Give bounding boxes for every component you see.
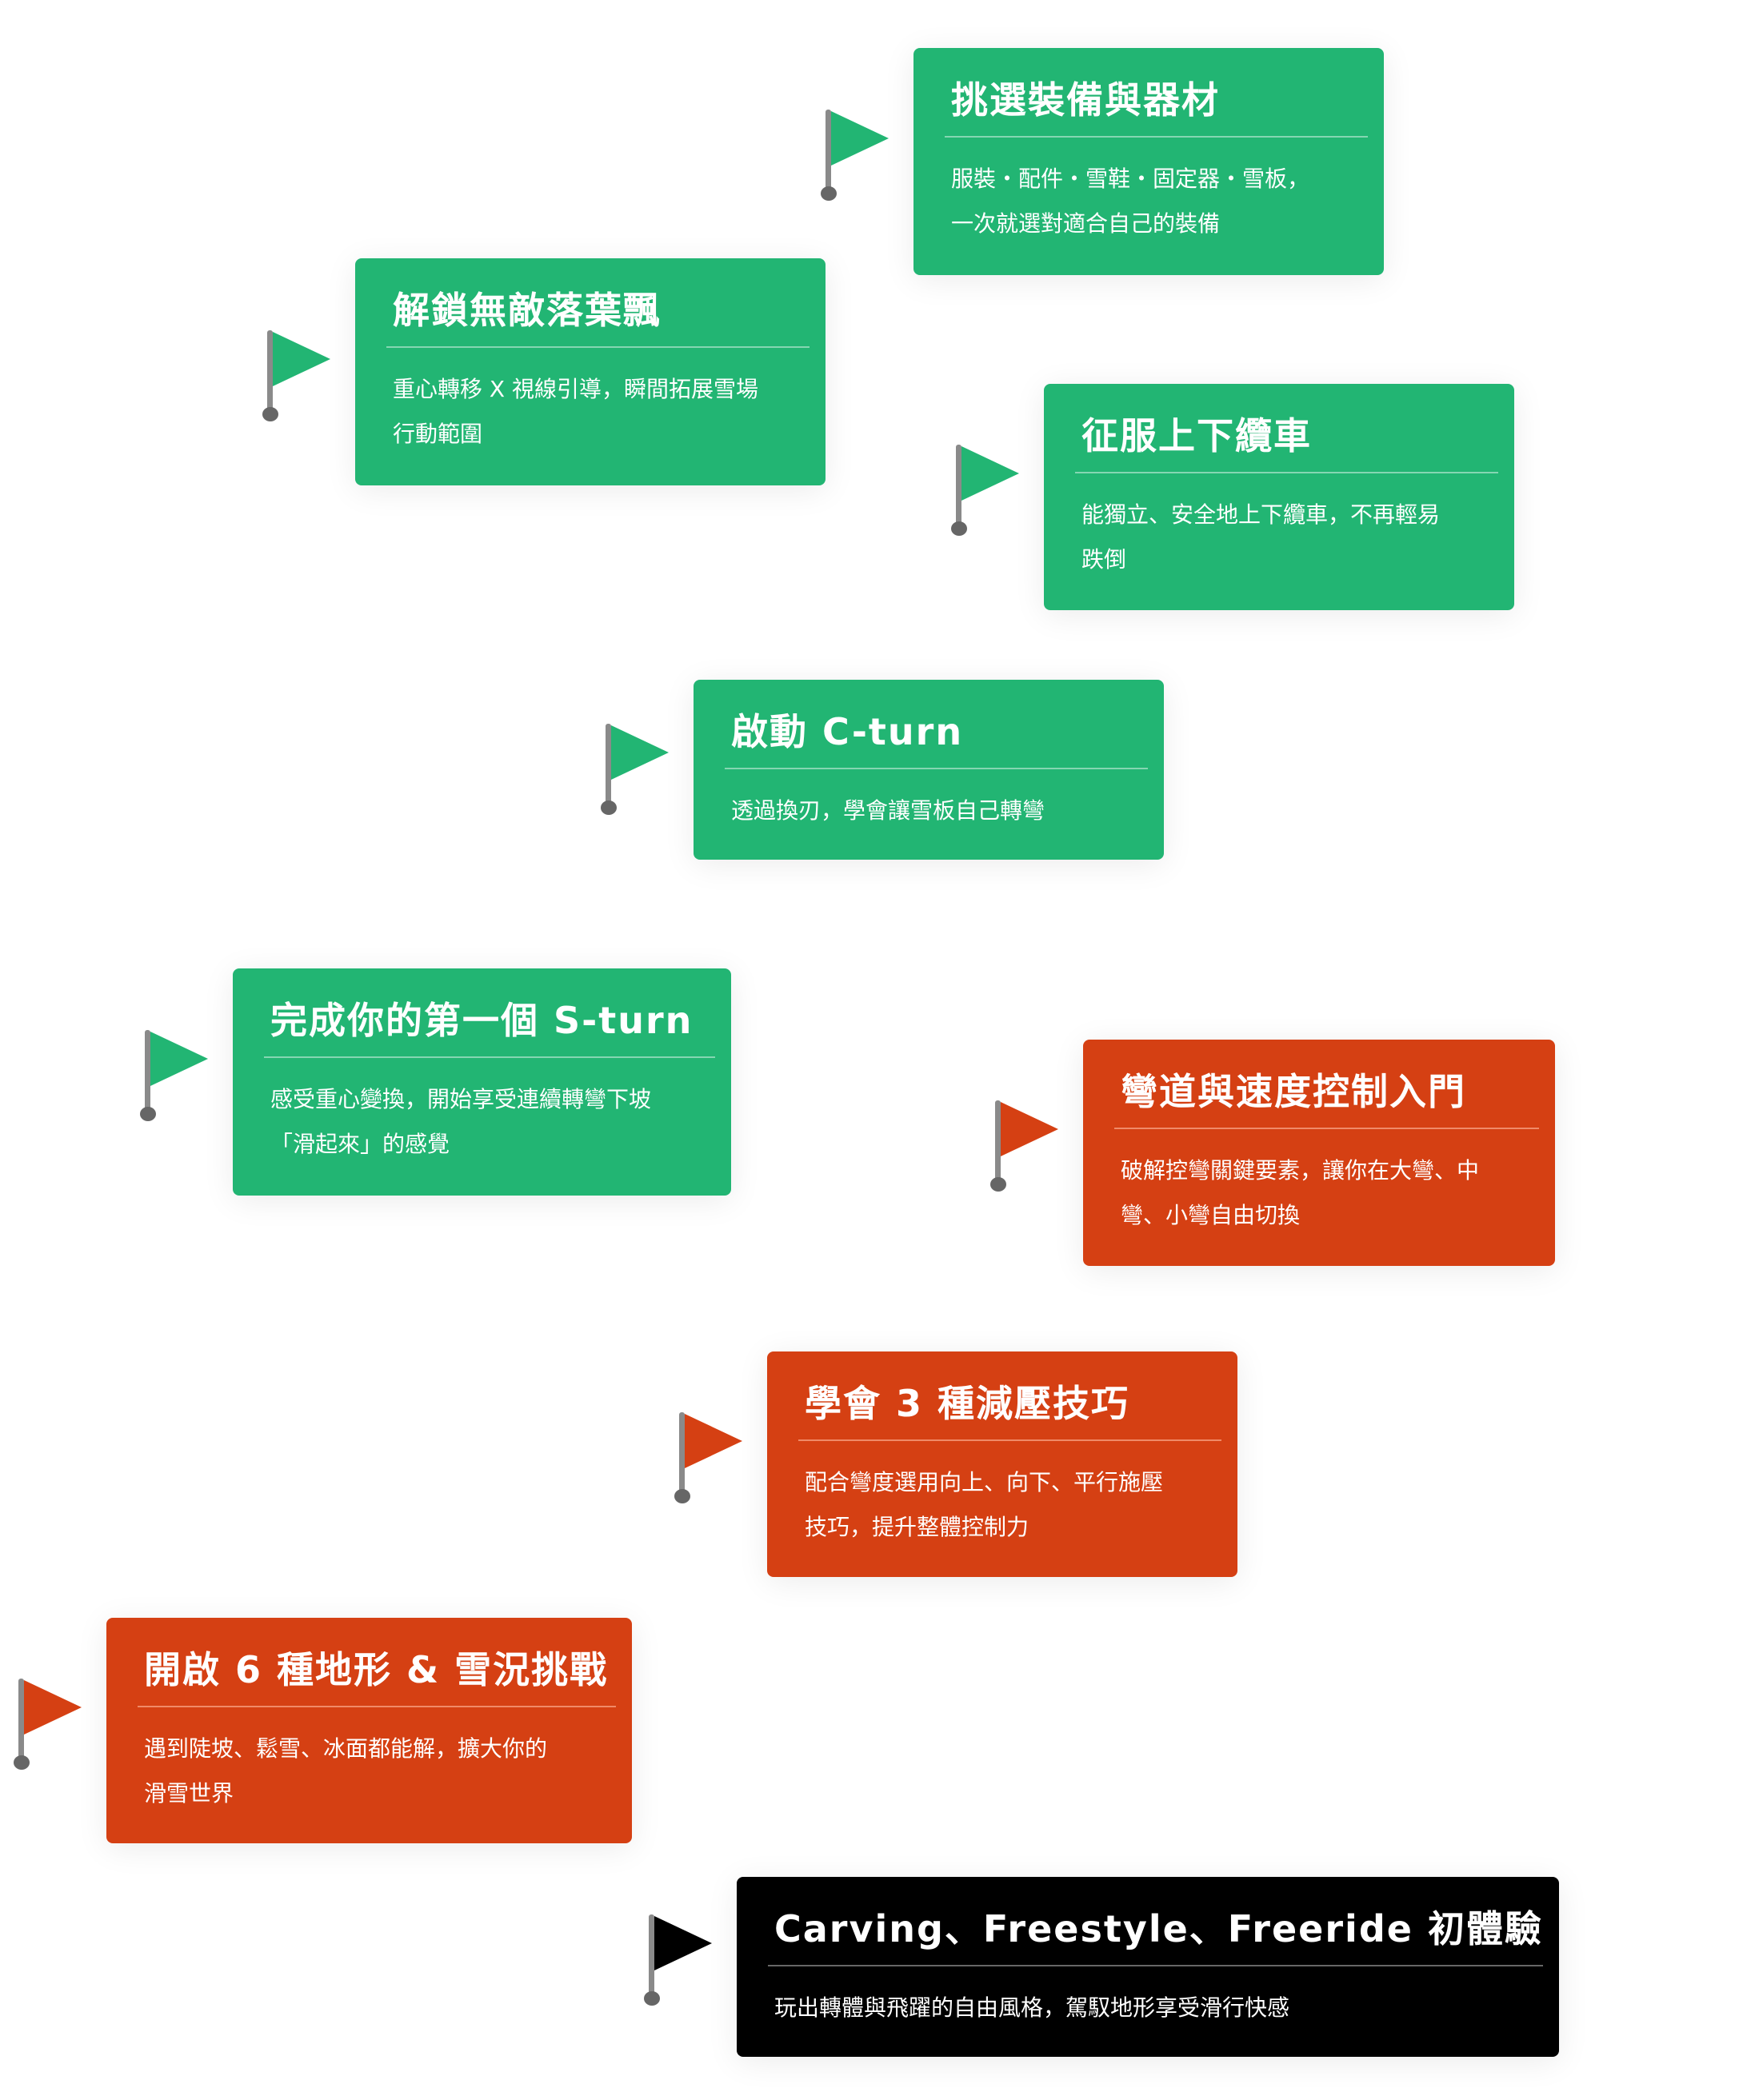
divider	[768, 1965, 1543, 1966]
divider	[798, 1439, 1221, 1441]
flag-icon	[601, 724, 673, 820]
divider	[725, 768, 1148, 769]
milestone-card-terrain: 開啟 6 種地形 & 雪況挑戰 遇到陡坡、鬆雪、冰面都能解，擴大你的滑雪世界	[106, 1618, 632, 1843]
flag-icon	[262, 330, 334, 426]
flag-icon	[644, 1914, 716, 2010]
divider	[945, 136, 1368, 138]
flag-icon	[140, 1030, 212, 1126]
milestone-title: 完成你的第一個 S-turn	[270, 999, 694, 1042]
milestone-text: 透過換刃，學會讓雪板自己轉彎	[731, 797, 1045, 824]
milestone-title: 學會 3 種減壓技巧	[805, 1382, 1130, 1425]
milestone-text: 重心轉移 X 視線引導，瞬間拓展雪場	[393, 376, 758, 402]
milestone-text: 技巧，提升整體控制力	[805, 1514, 1029, 1540]
milestone-text: 一次就選對適合自己的裝備	[951, 210, 1221, 237]
milestone-text: 遇到陡坡、鬆雪、冰面都能解，擴大你的	[144, 1735, 548, 1762]
milestone-title: 解鎖無敵落葉飄	[393, 289, 662, 332]
milestone-card-equipment: 挑選裝備與器材 服裝・配件・雪鞋・固定器・雪板， 一次就選對適合自己的裝備	[913, 48, 1384, 275]
milestone-text: 破解控彎關鍵要素，讓你在大彎、中	[1121, 1157, 1480, 1184]
flag-icon	[821, 110, 893, 206]
divider	[1114, 1128, 1539, 1129]
flag-icon	[951, 445, 1023, 541]
milestone-text: 服裝・配件・雪鞋・固定器・雪板，	[951, 166, 1310, 192]
milestone-text: 彎、小彎自由切換	[1121, 1202, 1301, 1228]
milestone-card-falling-leaf: 解鎖無敵落葉飄 重心轉移 X 視線引導，瞬間拓展雪場行動範圍	[355, 258, 826, 485]
divider	[386, 346, 810, 348]
milestone-text: 玩出轉體與飛躍的自由風格，駕馭地形享受滑行快感	[774, 1994, 1290, 2021]
milestone-card-c-turn: 啟動 C-turn 透過換刃，學會讓雪板自己轉彎	[694, 680, 1164, 860]
milestone-title: Carving、Freestyle、Freeride 初體驗	[774, 1907, 1543, 1950]
divider	[138, 1706, 616, 1707]
milestone-text: 行動範圍	[393, 421, 483, 447]
milestone-card-lift: 征服上下纜車 能獨立、安全地上下纜車，不再輕易跌倒	[1044, 384, 1514, 610]
milestone-title: 彎道與速度控制入門	[1121, 1070, 1466, 1113]
flag-icon	[14, 1679, 86, 1775]
milestone-card-speed-control: 彎道與速度控制入門 破解控彎關鍵要素，讓你在大彎、中彎、小彎自由切換	[1083, 1040, 1555, 1266]
milestone-title: 開啟 6 種地形 & 雪況挑戰	[144, 1648, 609, 1691]
divider	[1075, 472, 1498, 473]
milestone-text: 能獨立、安全地上下纜車，不再輕易	[1081, 501, 1441, 528]
milestone-title: 征服上下纜車	[1081, 414, 1312, 457]
milestone-text: 配合彎度選用向上、向下、平行施壓	[805, 1469, 1164, 1495]
milestone-title: 啟動 C-turn	[731, 710, 964, 753]
milestone-card-pressure: 學會 3 種減壓技巧 配合彎度選用向上、向下、平行施壓技巧，提升整體控制力	[767, 1351, 1237, 1577]
flag-icon	[674, 1412, 746, 1508]
milestone-text: 跌倒	[1081, 546, 1127, 573]
milestone-text: 感受重心變換，開始享受連續轉彎下坡	[270, 1086, 652, 1112]
flag-icon	[990, 1100, 1062, 1196]
milestone-title: 挑選裝備與器材	[951, 78, 1220, 122]
divider	[264, 1056, 715, 1058]
milestone-text: 滑雪世界	[144, 1780, 234, 1807]
milestone-card-carving: Carving、Freestyle、Freeride 初體驗 玩出轉體與飛躍的自…	[737, 1877, 1559, 2057]
milestone-text: 「滑起來」的感覺	[270, 1131, 450, 1157]
milestone-card-s-turn: 完成你的第一個 S-turn 感受重心變換，開始享受連續轉彎下坡「滑起來」的感覺	[233, 968, 731, 1196]
